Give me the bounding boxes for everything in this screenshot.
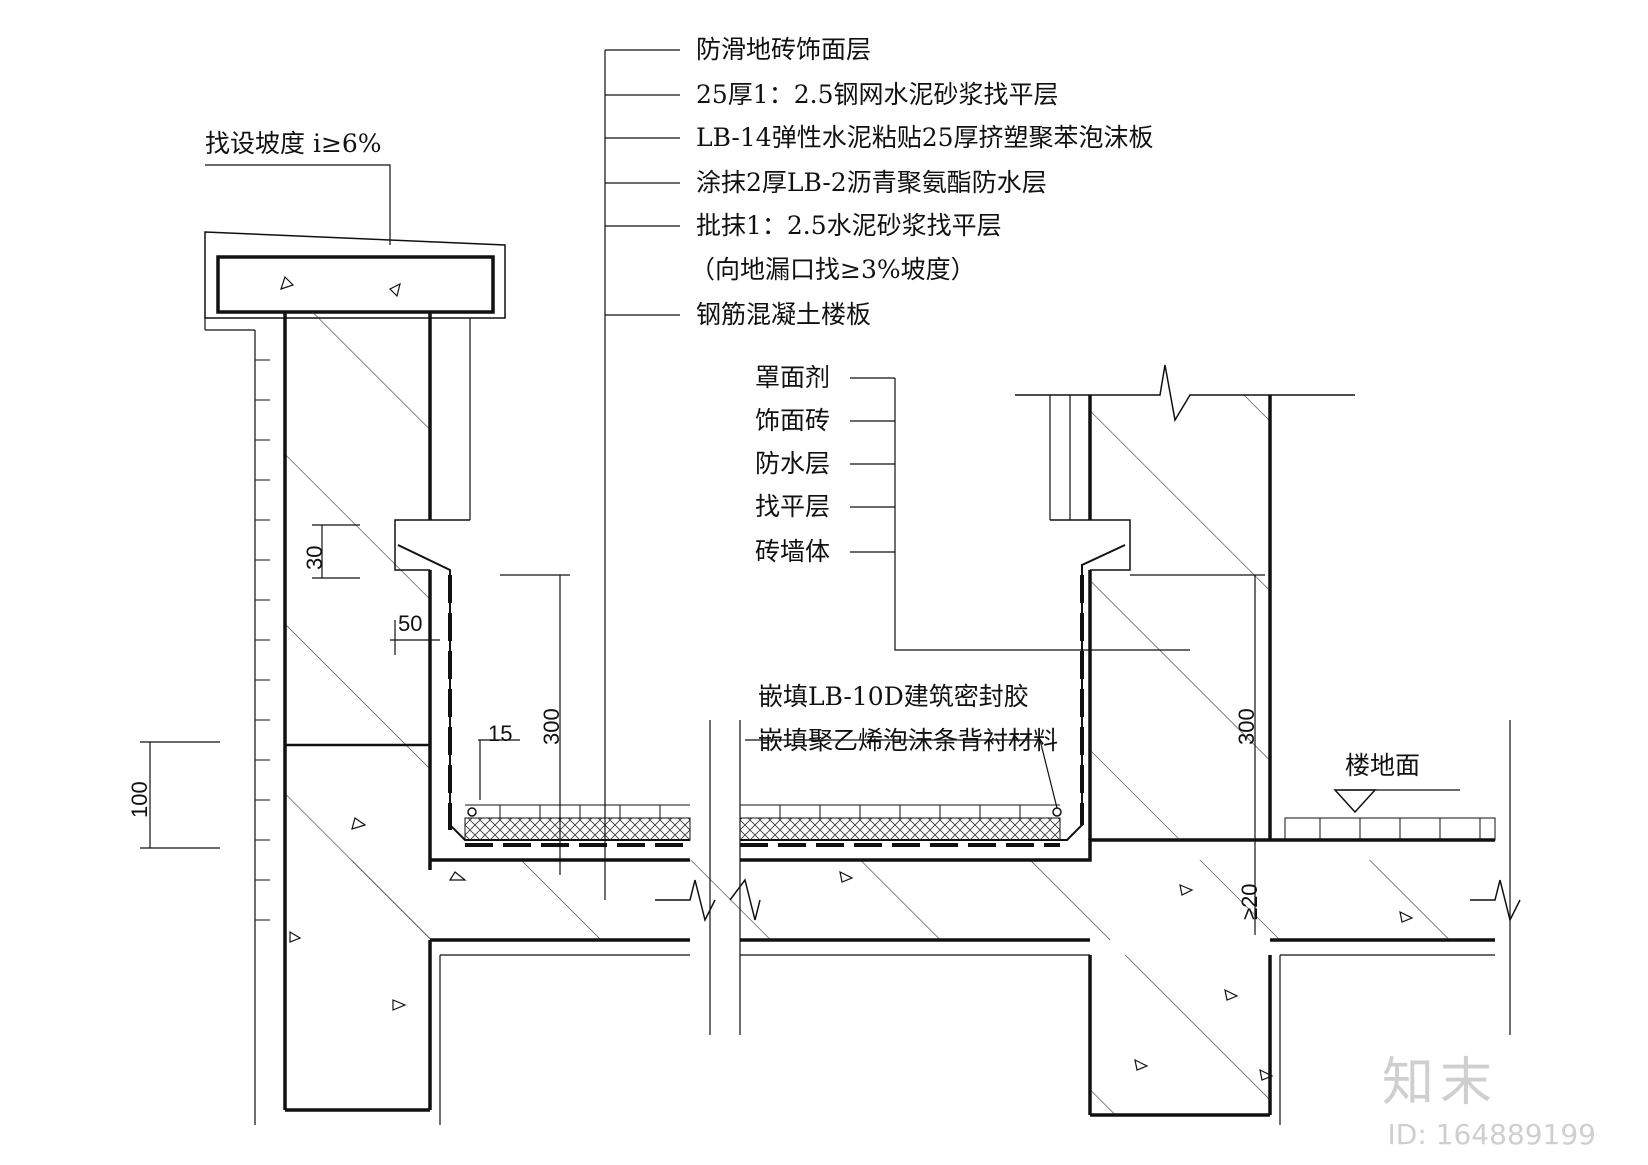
dim-20: ≥20 — [1237, 883, 1262, 920]
layer-label-5: 批抹1：2.5水泥砂浆找平层 — [696, 211, 1002, 240]
wall-label-3: 防水层 — [755, 449, 831, 478]
wall-label-5: 砖墙体 — [755, 537, 831, 566]
wall-label-1: 罩面剂 — [755, 363, 831, 392]
sealant-label-1: 嵌填LB-10D建筑密封胶 — [758, 682, 1029, 711]
concrete-aggregate-marks — [280, 275, 1414, 1081]
layer-label-6: （向地漏口找≥3%坡度） — [690, 255, 976, 284]
dim-15: 15 — [488, 721, 513, 746]
layer-label-7: 钢筋混凝土楼板 — [696, 300, 872, 329]
dimension-lines — [140, 524, 1265, 935]
dim-50: 50 — [398, 611, 423, 636]
layer-label-2: 25厚1：2.5钢网水泥砂浆找平层 — [696, 80, 1059, 109]
layer-label-1: 防滑地砖饰面层 — [696, 35, 872, 64]
layer-label-3: LB-14弹性水泥粘贴25厚挤塑聚苯泡沫板 — [696, 123, 1154, 152]
slope-label: 找设坡度 i≥6% — [205, 129, 382, 158]
left-pit-layers — [397, 544, 691, 847]
dim-300-left: 300 — [539, 708, 564, 745]
layer-label-4: 涂抹2厚LB-2沥青聚氨酯防水层 — [696, 168, 1047, 197]
watermark-logo: 知末 — [1381, 1053, 1498, 1113]
right-pit-layers — [739, 544, 1496, 847]
parapet-cap — [204, 231, 506, 319]
wall-label-4: 找平层 — [755, 492, 831, 521]
dim-300-right: 300 — [1234, 708, 1259, 745]
dim-30: 30 — [302, 545, 327, 570]
floor-label: 楼地面 — [1345, 751, 1421, 780]
right-wall — [1015, 364, 1511, 1125]
sealant-label-2: 嵌填聚乙烯泡沫条背衬材料 — [758, 726, 1059, 755]
dim-100: 100 — [127, 781, 152, 818]
wall-label-2: 饰面砖 — [755, 406, 831, 435]
floor-slab — [254, 720, 1521, 1125]
watermark-id: ID: 164889199 — [1387, 1118, 1596, 1151]
left-wall — [204, 312, 471, 952]
leader-lines — [205, 49, 1460, 900]
